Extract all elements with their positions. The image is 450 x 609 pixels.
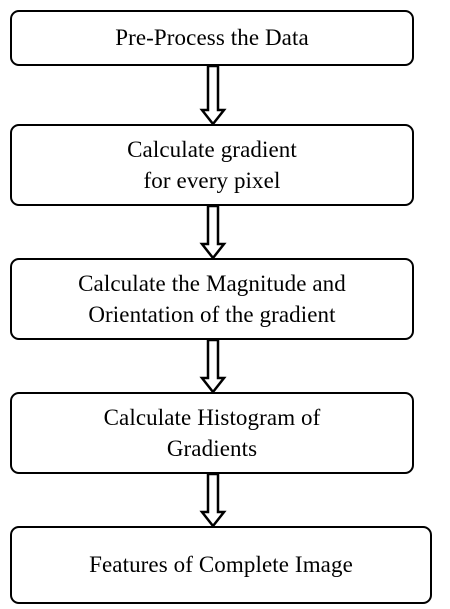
step-histogram-box: Calculate Histogram of Gradients: [10, 392, 414, 474]
step-preprocess-box: Pre-Process the Data: [10, 10, 414, 66]
step-preprocess-label: Pre-Process the Data: [115, 25, 309, 51]
down-arrow-3: [199, 338, 227, 395]
step-gradient-label: Calculate gradient for every pixel: [127, 136, 297, 193]
step-features-label: Features of Complete Image: [89, 552, 353, 578]
down-arrow-1: [199, 64, 227, 127]
step-magnitude-label: Calculate the Magnitude and Orientation …: [78, 270, 346, 327]
down-arrow-2: [199, 204, 227, 261]
step-magnitude-box: Calculate the Magnitude and Orientation …: [10, 258, 414, 340]
step-histogram-label: Calculate Histogram of Gradients: [103, 404, 321, 461]
down-arrow-4: [199, 472, 227, 529]
step-gradient-box: Calculate gradient for every pixel: [10, 124, 414, 206]
step-features-box: Features of Complete Image: [10, 526, 432, 604]
